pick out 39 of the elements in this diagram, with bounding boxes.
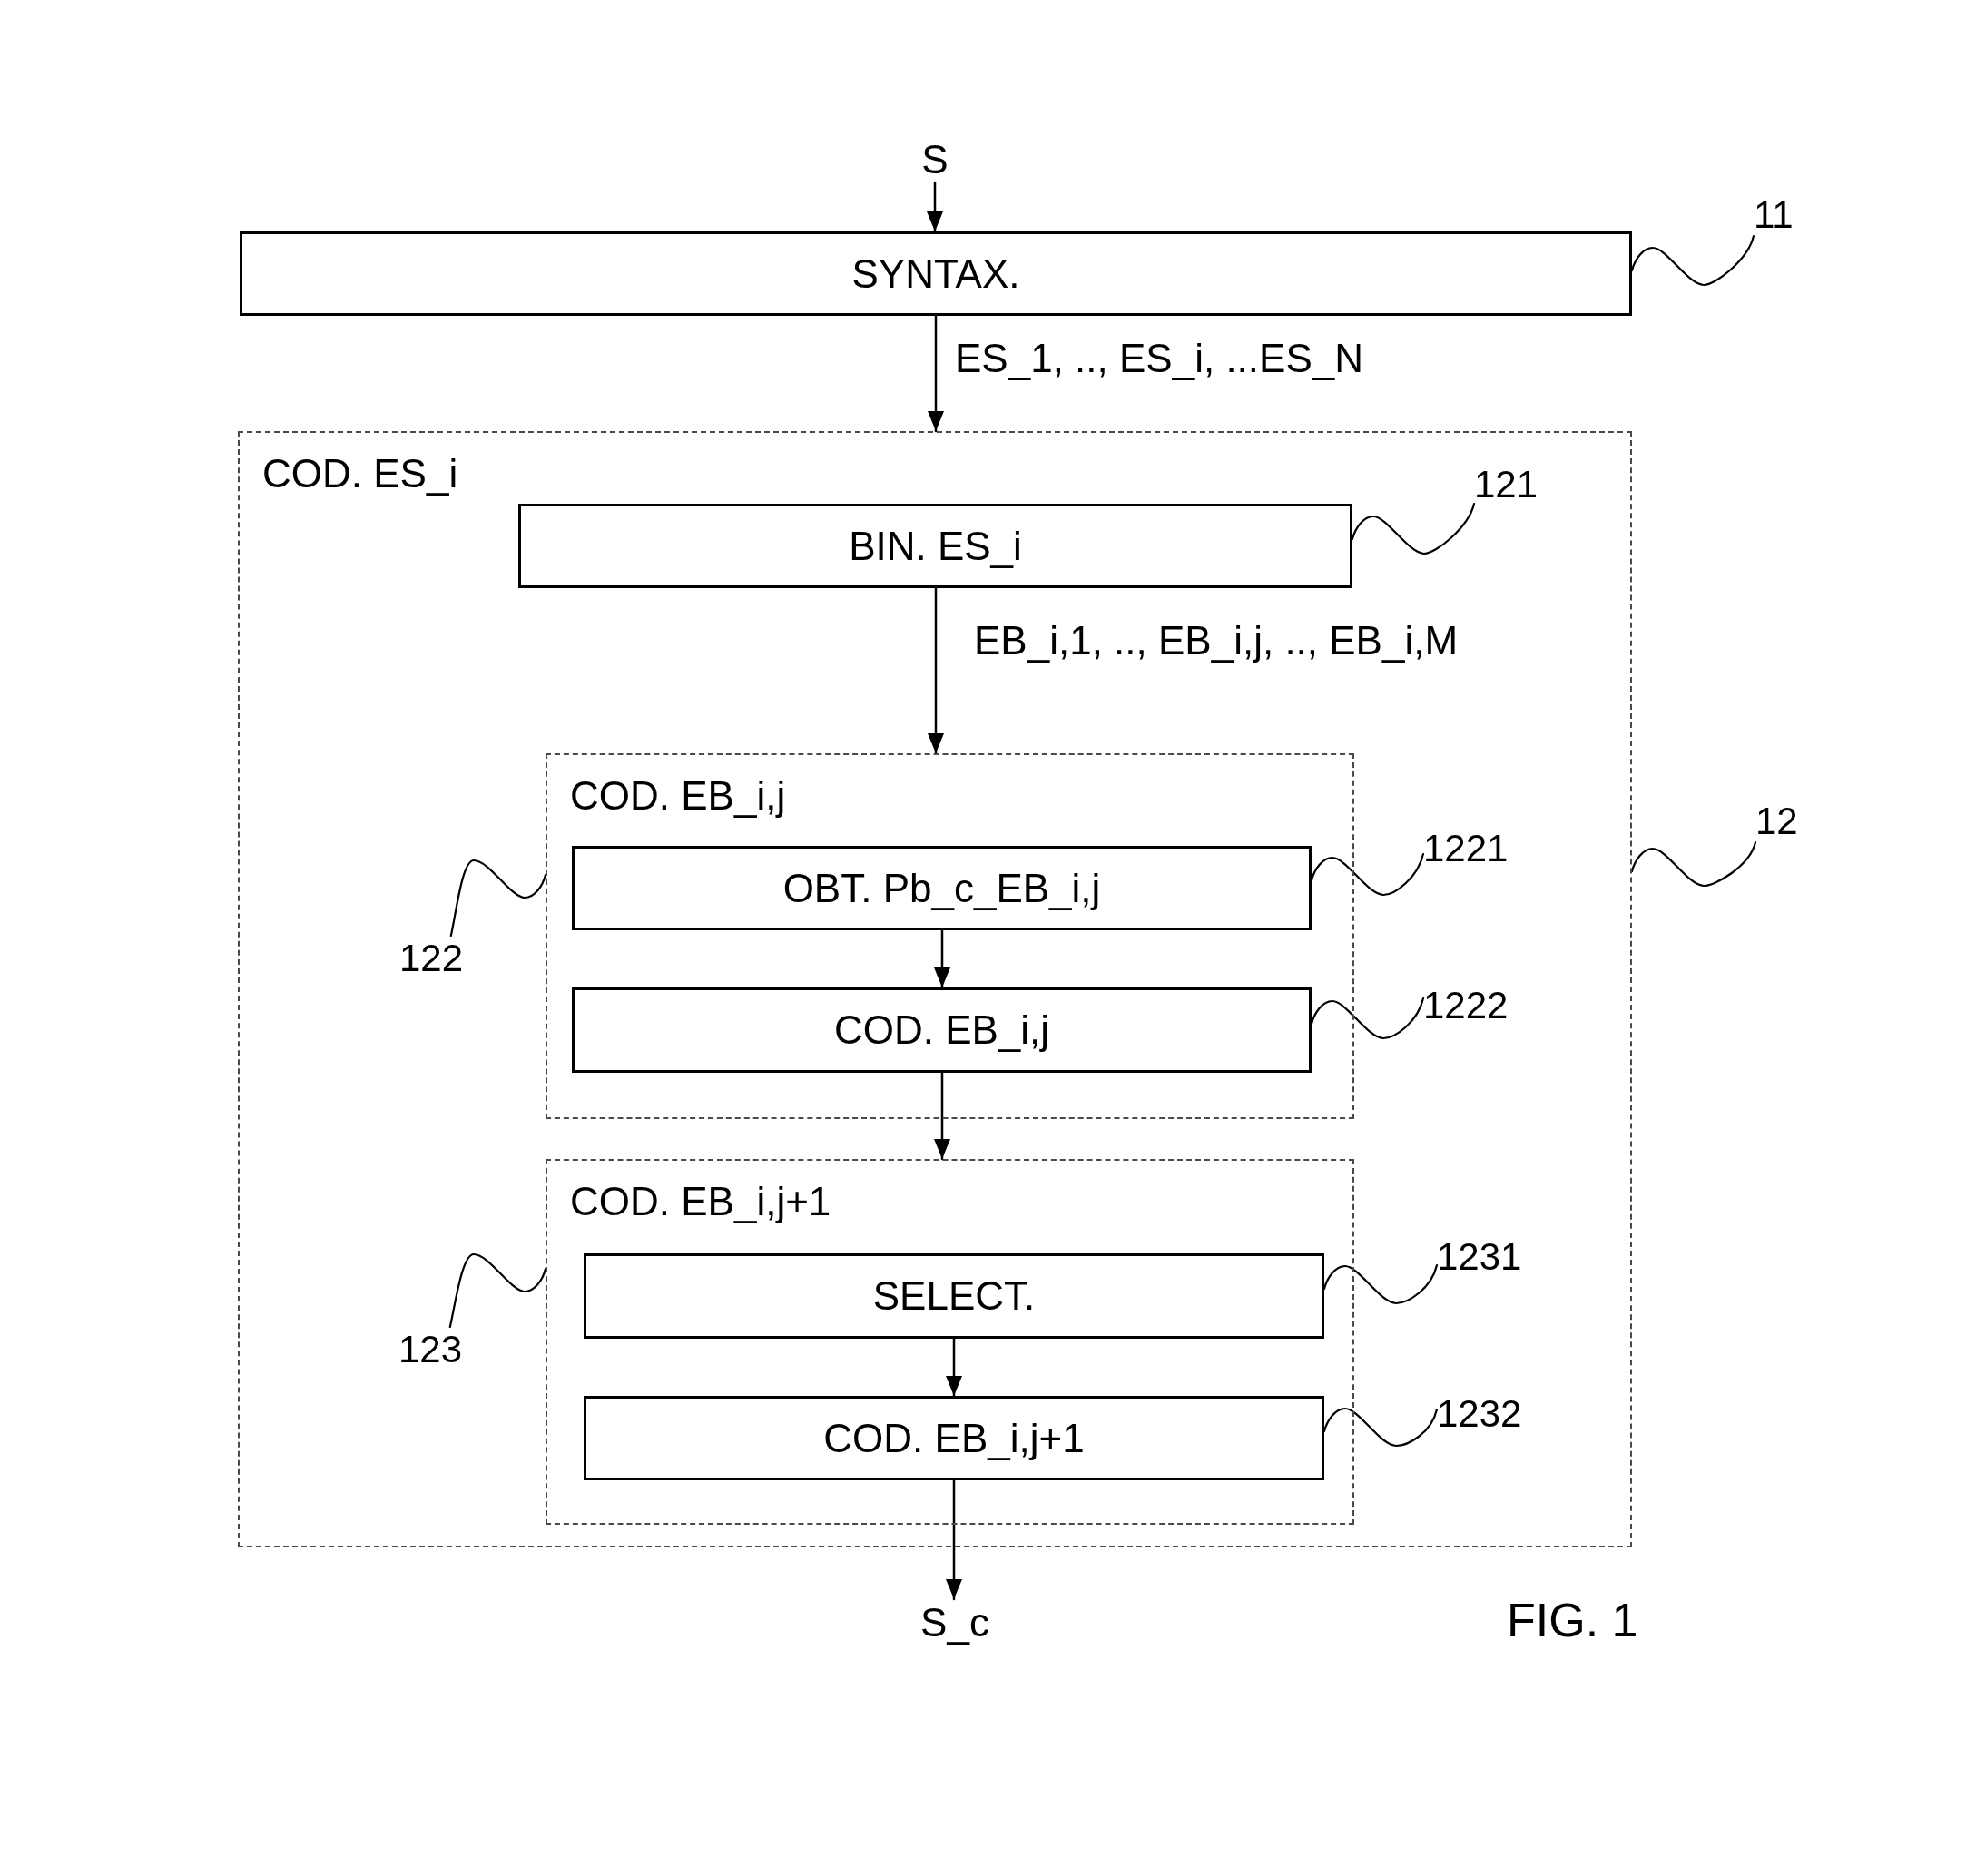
process-box: COD. EB_i,j — [572, 987, 1312, 1073]
reference-numeral: 121 — [1474, 462, 1539, 507]
process-box: SYNTAX. — [240, 231, 1632, 316]
arrow — [946, 1478, 962, 1601]
leader-line — [448, 1252, 547, 1329]
reference-numeral: 1232 — [1437, 1391, 1523, 1437]
leader-line — [1322, 1407, 1439, 1448]
leader-line — [1630, 234, 1755, 287]
reference-numeral: 1222 — [1423, 983, 1509, 1028]
arrow — [928, 314, 944, 433]
dashed-group-box — [546, 1159, 1354, 1525]
leader-line — [1630, 840, 1757, 888]
leader-line — [1310, 852, 1425, 897]
arrow — [946, 1337, 962, 1398]
arrow — [934, 1071, 950, 1161]
reference-numeral: 11 — [1754, 192, 1797, 238]
reference-numeral: 1231 — [1437, 1234, 1523, 1280]
leader-line — [1322, 1263, 1439, 1305]
input-signal-label: S — [912, 136, 958, 182]
arrow — [928, 586, 944, 755]
dashed-group-box — [546, 753, 1354, 1119]
leader-line — [1351, 502, 1476, 555]
process-box: SELECT. — [584, 1253, 1324, 1339]
arrow — [934, 928, 950, 989]
leader-line — [1310, 997, 1425, 1040]
reference-numeral: 123 — [398, 1327, 463, 1372]
figure-label: FIG. 1 — [1507, 1593, 1638, 1647]
reference-numeral: 122 — [399, 936, 464, 981]
group-heading: COD. EB_i,j — [570, 773, 786, 819]
dashed-group-box — [238, 431, 1632, 1547]
arrow — [927, 181, 943, 233]
group-heading: COD. ES_i — [262, 451, 458, 496]
process-box: OBT. Pb_c_EB_i,j — [572, 846, 1312, 930]
group-heading: COD. EB_i,j+1 — [570, 1179, 831, 1224]
process-box: BIN. ES_i — [518, 504, 1352, 588]
process-box: COD. EB_i,j+1 — [584, 1396, 1324, 1480]
reference-numeral: 1221 — [1423, 826, 1509, 871]
reference-numeral: 12 — [1755, 799, 1799, 844]
output-signal-label: S_c — [919, 1599, 991, 1650]
